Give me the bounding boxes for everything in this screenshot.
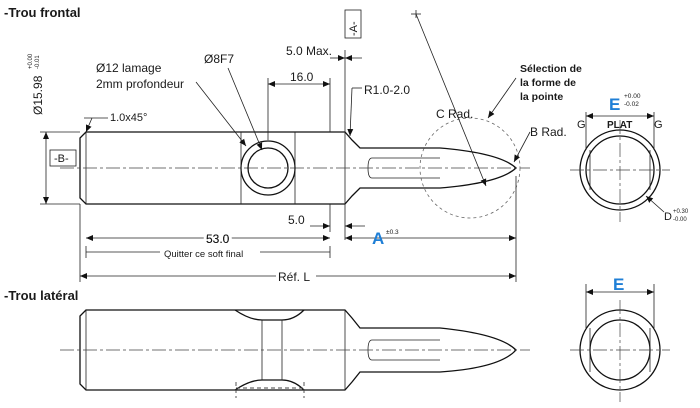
dim-16-label: 16.0	[290, 70, 314, 84]
ref-l-label: Réf. L	[278, 270, 310, 284]
dim-5-label: 5.0	[288, 213, 305, 227]
dim-e-side-label: E	[613, 275, 624, 294]
diameter-tol-lower: -0.01	[35, 55, 41, 69]
dim-e-label: E	[609, 95, 620, 114]
datum-b-label: -B-	[54, 153, 69, 165]
c-rad-label: C Rad.	[436, 107, 473, 121]
section-title-side: -Trou latéral	[4, 288, 78, 303]
diameter-main-label: Ø15.98	[31, 75, 45, 115]
tip-selection-label-1: Sélection de	[520, 63, 582, 75]
dim-a-tol: ±0.3	[386, 229, 399, 236]
end-view-front	[570, 120, 670, 222]
chamfer-label: 1.0x45°	[110, 112, 147, 124]
side-pin	[60, 309, 530, 398]
b-rad-label: B Rad.	[530, 125, 567, 139]
section-title-front: -Trou frontal	[4, 5, 81, 20]
tip-selection-label-2: la forme de	[520, 77, 576, 89]
svg-text:53.0: 53.0	[206, 232, 230, 246]
hole-label: Ø8F7	[204, 52, 234, 66]
d-tol-lower: -0.00	[673, 217, 687, 223]
flat-label: PLAT	[607, 120, 632, 131]
dim-d-label: D	[664, 211, 672, 223]
counterbore-label: Ø12 lamage	[96, 61, 162, 75]
datum-b-frame	[49, 149, 77, 167]
d-tol-upper: +0.30	[673, 209, 689, 215]
g-left-label: G	[577, 119, 586, 131]
dim-53-label: 53.0	[206, 232, 230, 246]
radius-label: R1.0-2.0	[364, 83, 410, 97]
g-right-label: G	[654, 119, 663, 131]
datum-a-label: -A-	[348, 21, 360, 36]
dim-5max-label: 5.0 Max.	[286, 44, 332, 58]
e-tol-lower: -0.02	[624, 101, 639, 108]
tip-selection-label-3: la pointe	[520, 91, 563, 103]
datum-a-frame	[344, 9, 362, 39]
end-view-side	[570, 300, 670, 402]
counterbore-depth-label: 2mm profondeur	[96, 77, 184, 91]
diameter-tol-upper: +0.00	[28, 53, 34, 69]
front-pin	[60, 117, 530, 219]
soft-final-label: Quitter ce soft final	[164, 249, 243, 260]
e-tol-upper: +0.00	[624, 93, 641, 100]
dim-a-label: A	[372, 229, 384, 248]
